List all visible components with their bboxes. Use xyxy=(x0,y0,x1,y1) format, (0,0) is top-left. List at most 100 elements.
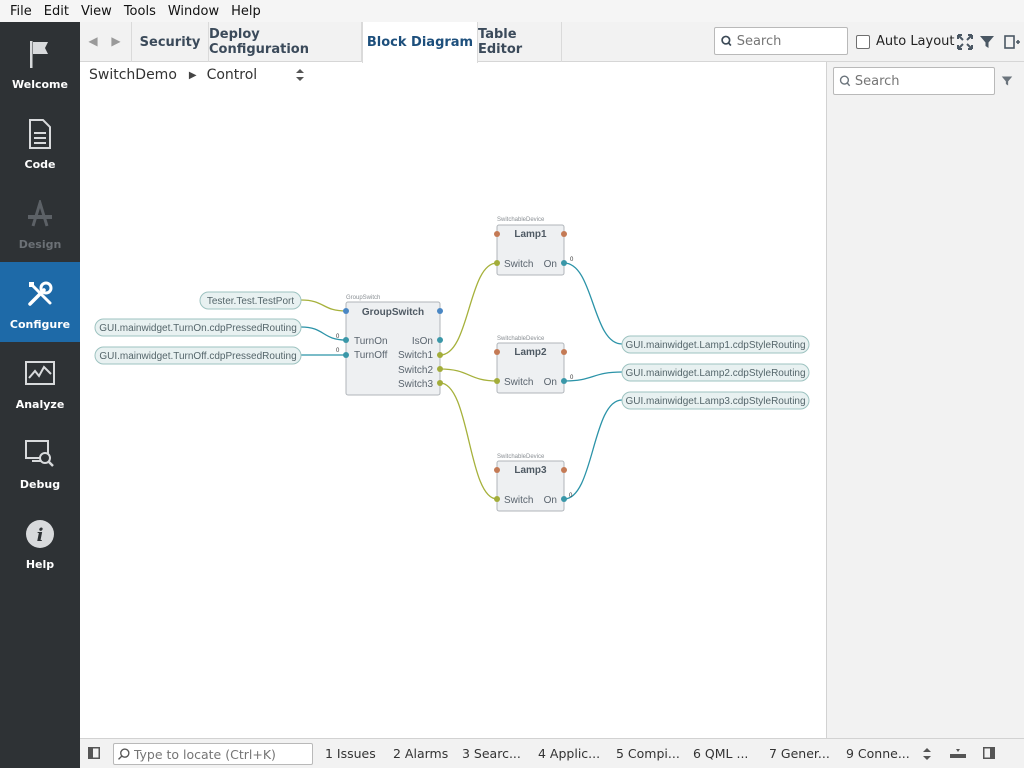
lamp1-on-port[interactable] xyxy=(561,260,567,266)
output-tab-compile[interactable]: 5 Compi... xyxy=(616,746,680,761)
lamp3-param-out-port[interactable] xyxy=(561,467,567,473)
output-lamp2-pill[interactable]: GUI.mainwidget.Lamp2.cdpStyleRouting xyxy=(621,363,810,382)
toggle-right-sidebar-icon[interactable] xyxy=(983,747,995,759)
lamp2-value: 0 xyxy=(570,375,574,381)
mode-welcome[interactable]: Welcome xyxy=(0,22,80,102)
output-tab-alarms[interactable]: 2 Alarms xyxy=(393,746,449,761)
groupswitch-switch3-port[interactable] xyxy=(437,380,443,386)
groupswitch-output-port[interactable] xyxy=(437,308,443,314)
menu-tools[interactable]: Tools xyxy=(123,3,156,19)
lamp1-type-label: SwitchableDevice xyxy=(497,217,545,223)
output-tab-connections[interactable]: 9 Conne... xyxy=(846,746,910,761)
groupswitch-turnon-port[interactable] xyxy=(343,337,349,343)
wire-lamp3-to-output[interactable] xyxy=(563,399,623,500)
top-search-box[interactable] xyxy=(714,27,848,55)
lamp1-on-port-label: On xyxy=(544,259,557,270)
forward-arrow-icon[interactable]: ▶ xyxy=(111,34,121,48)
groupswitch-input-port[interactable] xyxy=(343,308,349,314)
menu-window[interactable]: Window xyxy=(167,3,220,19)
filter-icon[interactable] xyxy=(979,34,995,50)
lamp2-switch-port[interactable] xyxy=(494,378,500,384)
split-view-icon[interactable] xyxy=(1004,34,1020,50)
output-tabs-dropdown-icon[interactable] xyxy=(922,747,932,761)
block-diagram-canvas[interactable]: Tester.Test.TestPort GUI.mainwidget.Turn… xyxy=(80,62,826,738)
output-pane-size-icon[interactable] xyxy=(950,748,966,760)
breadcrumb-dropdown-icon[interactable] xyxy=(295,68,305,82)
menu-file[interactable]: File xyxy=(10,3,32,19)
lamp1-param-in-port[interactable] xyxy=(494,231,500,237)
wire-turnon-to-groupswitch[interactable] xyxy=(300,326,347,341)
lamp3-switch-port[interactable] xyxy=(494,496,500,502)
groupswitch-turnoff-value: 0 xyxy=(336,348,340,354)
output-tab-general[interactable]: 7 Gener... xyxy=(769,746,830,761)
mode-design[interactable]: Design xyxy=(0,182,80,262)
output-lamp1-label: GUI.mainwidget.Lamp1.cdpStyleRouting xyxy=(625,340,805,351)
groupswitch-switch1-port-label: Switch1 xyxy=(398,350,433,361)
menu-help[interactable]: Help xyxy=(231,3,261,19)
wire-lamp1-to-output[interactable] xyxy=(563,262,623,345)
lamp2-block[interactable]: SwitchableDevice Lamp2 Switch On 0 xyxy=(494,336,574,394)
output-lamp1-pill[interactable]: GUI.mainwidget.Lamp1.cdpStyleRouting xyxy=(621,335,810,354)
mode-label-debug: Debug xyxy=(19,478,61,491)
breadcrumb-current[interactable]: Control xyxy=(206,67,258,83)
lamp2-param-out-port[interactable] xyxy=(561,349,567,355)
lamp1-value: 0 xyxy=(570,257,574,263)
groupswitch-block[interactable]: GroupSwitch GroupSwitch TurnOn TurnOff I… xyxy=(336,295,443,396)
toggle-sidebar-icon[interactable] xyxy=(88,747,100,759)
lamp3-on-port[interactable] xyxy=(561,496,567,502)
lamp3-param-in-port[interactable] xyxy=(494,467,500,473)
auto-layout-toggle[interactable]: Auto Layout xyxy=(856,34,955,49)
lamp2-type-label: SwitchableDevice xyxy=(497,336,545,342)
breadcrumb-root[interactable]: SwitchDemo xyxy=(89,67,177,83)
locator-box[interactable] xyxy=(113,743,313,765)
debug-icon xyxy=(22,436,58,472)
mode-analyze[interactable]: Analyze xyxy=(0,342,80,422)
tab-deploy-configuration[interactable]: Deploy Configuration xyxy=(209,22,362,62)
wire-tester-to-groupswitch[interactable] xyxy=(300,299,347,312)
output-tab-search[interactable]: 3 Searc... xyxy=(462,746,521,761)
groupswitch-switch2-port[interactable] xyxy=(437,366,443,372)
wire-switch3-to-lamp3[interactable] xyxy=(439,382,498,500)
auto-layout-checkbox[interactable] xyxy=(856,34,870,49)
tab-security[interactable]: Security xyxy=(131,22,209,62)
input-turnoff-pill[interactable]: GUI.mainwidget.TurnOff.cdpPressedRouting xyxy=(94,346,302,365)
panel-search-input[interactable] xyxy=(854,73,994,89)
menu-edit[interactable]: Edit xyxy=(43,3,69,19)
input-tester-pill[interactable]: Tester.Test.TestPort xyxy=(199,291,302,310)
mode-label-design: Design xyxy=(18,238,62,251)
lamp1-block[interactable]: SwitchableDevice Lamp1 Switch On 0 xyxy=(494,217,574,276)
input-turnon-pill[interactable]: GUI.mainwidget.TurnOn.cdpPressedRouting xyxy=(94,318,302,337)
wire-lamp2-to-output[interactable] xyxy=(563,371,623,382)
wire-switch2-to-lamp2[interactable] xyxy=(439,368,498,382)
menu-view[interactable]: View xyxy=(80,3,112,19)
mode-help[interactable]: i Help xyxy=(0,502,80,582)
output-lamp3-label: GUI.mainwidget.Lamp3.cdpStyleRouting xyxy=(625,396,805,407)
panel-filter-icon[interactable] xyxy=(1001,75,1013,87)
lamp2-on-port[interactable] xyxy=(561,378,567,384)
tab-block-diagram[interactable]: Block Diagram xyxy=(362,22,478,63)
top-search-input[interactable] xyxy=(736,33,847,49)
groupswitch-turnoff-port[interactable] xyxy=(343,352,349,358)
lamp2-switch-port-label: Switch xyxy=(504,377,533,388)
fit-to-view-icon[interactable] xyxy=(957,34,973,50)
groupswitch-ison-port[interactable] xyxy=(437,337,443,343)
tab-table-editor[interactable]: Table Editor xyxy=(478,22,562,62)
panel-search-box[interactable] xyxy=(833,67,995,95)
mode-configure[interactable]: Configure xyxy=(0,262,80,342)
lamp1-switch-port[interactable] xyxy=(494,260,500,266)
lamp2-param-in-port[interactable] xyxy=(494,349,500,355)
output-tab-issues[interactable]: 1 Issues xyxy=(325,746,376,761)
lamp3-type-label: SwitchableDevice xyxy=(497,454,545,460)
wire-switch1-to-lamp1[interactable] xyxy=(439,262,498,356)
mode-code[interactable]: Code xyxy=(0,102,80,182)
mode-debug[interactable]: Debug xyxy=(0,422,80,502)
lamp1-param-out-port[interactable] xyxy=(561,231,567,237)
groupswitch-turnon-port-label: TurnOn xyxy=(354,336,388,347)
output-tab-qml[interactable]: 6 QML ... xyxy=(693,746,749,761)
locator-input[interactable] xyxy=(133,746,312,762)
output-tab-application[interactable]: 4 Applic... xyxy=(538,746,601,761)
groupswitch-switch1-port[interactable] xyxy=(437,352,443,358)
back-arrow-icon[interactable]: ◀ xyxy=(88,34,98,48)
lamp3-block[interactable]: SwitchableDevice Lamp3 Switch On 0 xyxy=(494,454,573,512)
output-lamp3-pill[interactable]: GUI.mainwidget.Lamp3.cdpStyleRouting xyxy=(621,391,810,410)
